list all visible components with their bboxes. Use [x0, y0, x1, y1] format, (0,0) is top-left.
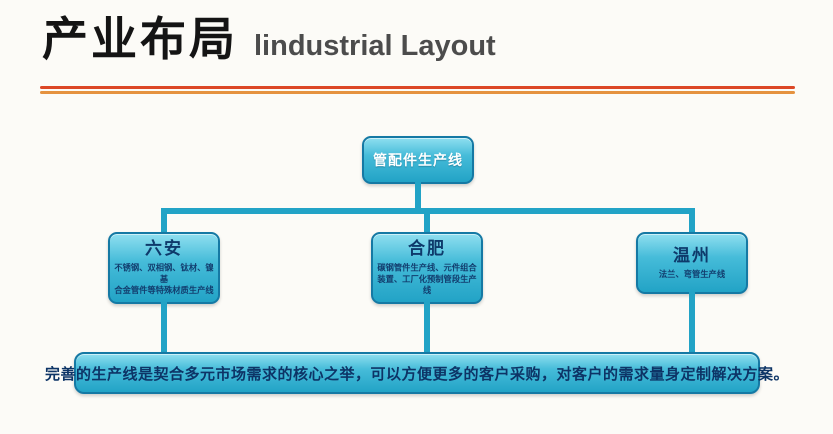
city-name-luan: 六安: [145, 238, 183, 258]
connector-drop-luan: [161, 208, 167, 234]
connector-stem-hefei: [424, 302, 430, 354]
city-desc-hefei: 碳钢管件生产线、元件组合 装置、工厂化预制管段生产线: [377, 263, 477, 295]
city-name-wenzhou: 温州: [673, 245, 711, 265]
connector-root-stem: [415, 182, 421, 210]
node-city-hefei: 合肥 碳钢管件生产线、元件组合 装置、工厂化预制管段生产线: [371, 232, 483, 304]
city-name-hefei: 合肥: [408, 238, 446, 258]
divider-line-bottom: [40, 91, 795, 94]
node-root-label: 管配件生产线: [373, 152, 463, 168]
connector-drop-wenzhou: [689, 208, 695, 234]
city-desc-wenzhou: 法兰、弯管生产线: [658, 269, 726, 279]
city-desc-luan: 不锈钢、双相钢、钛材、镍基 合金管件等特殊材质生产线: [114, 263, 214, 295]
node-city-luan: 六安 不锈钢、双相钢、钛材、镍基 合金管件等特殊材质生产线: [108, 232, 220, 304]
connector-drop-hefei: [424, 208, 430, 234]
title-chinese: 产业布局: [42, 13, 238, 65]
divider-line-top: [40, 86, 795, 89]
connector-stem-luan: [161, 302, 167, 354]
footer-banner-text: 完善的生产线是契合多元市场需求的核心之举，可以方便更多的客户采购，对客户的需求量…: [45, 365, 790, 383]
connector-stem-wenzhou: [689, 292, 695, 354]
page-title: 产业布局 lindustrial Layout: [42, 16, 496, 62]
node-city-wenzhou: 温州 法兰、弯管生产线: [636, 232, 748, 294]
footer-banner: 完善的生产线是契合多元市场需求的核心之举，可以方便更多的客户采购，对客户的需求量…: [45, 352, 789, 394]
node-root-production-line: 管配件生产线: [362, 136, 474, 184]
title-english: lindustrial Layout: [254, 30, 496, 62]
